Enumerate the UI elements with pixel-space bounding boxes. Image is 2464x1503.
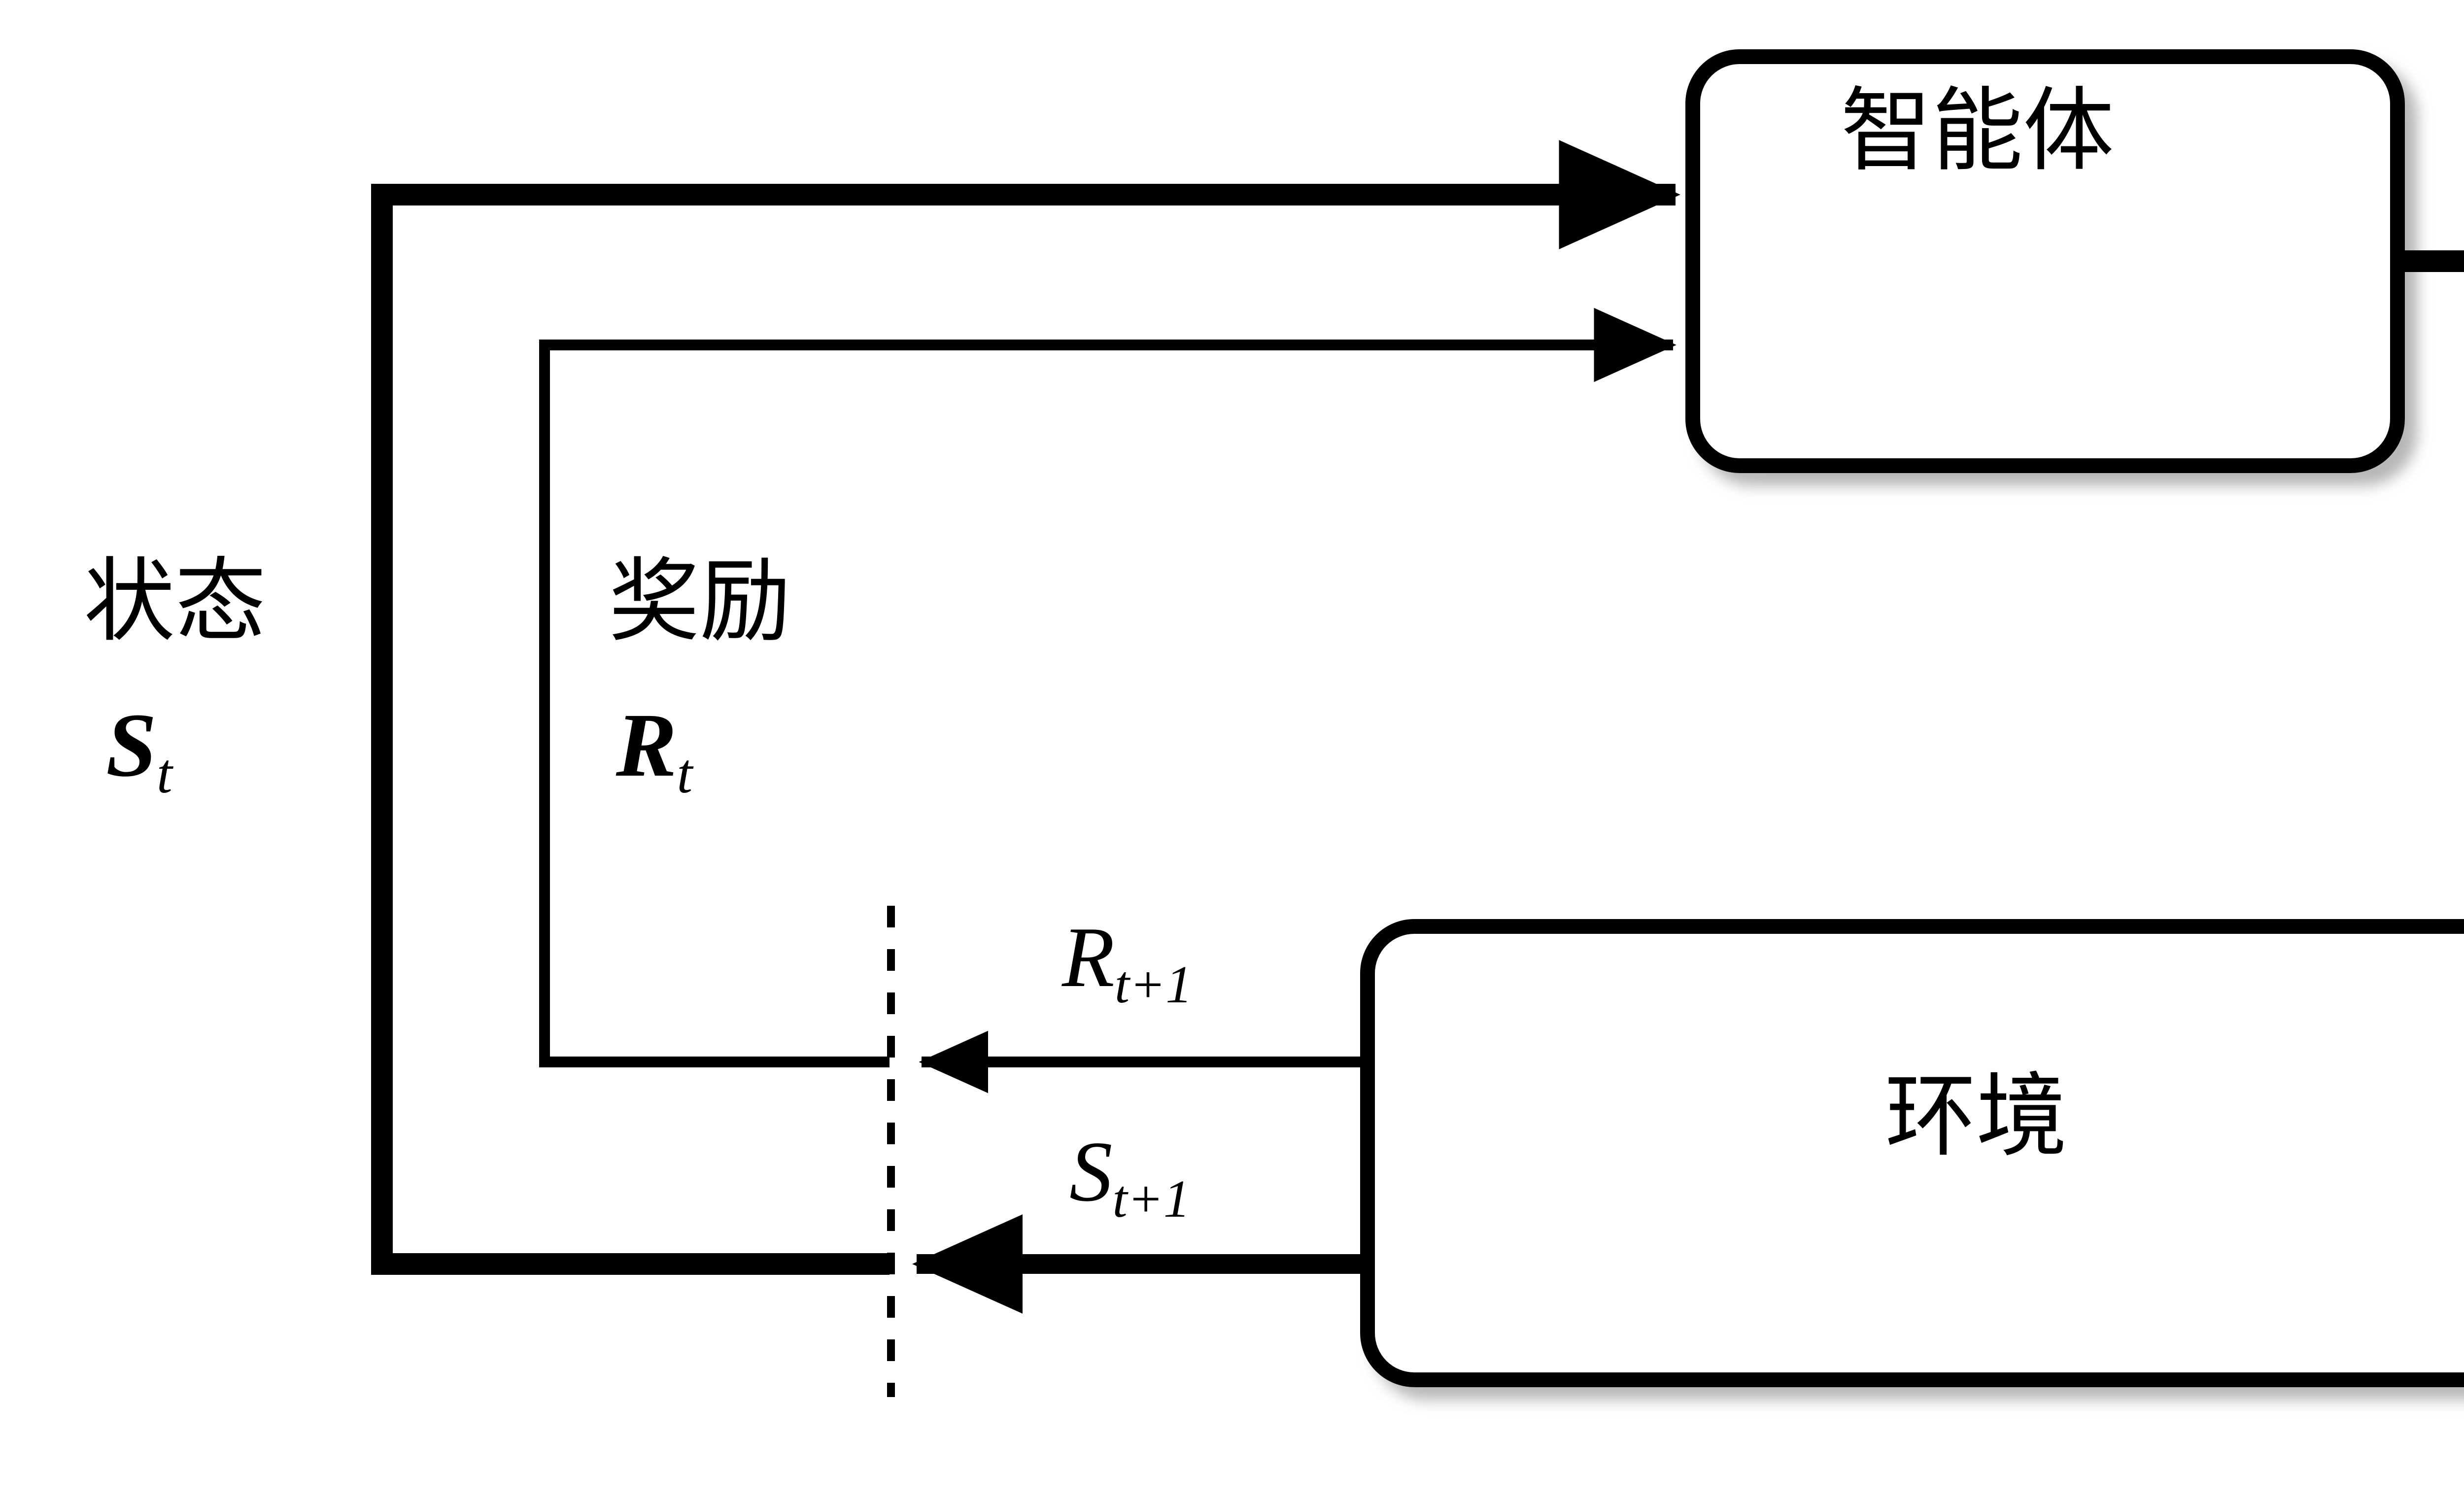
- agent-node-label: 智能体: [1841, 81, 2114, 182]
- state-next-letter: S: [1069, 1124, 1113, 1219]
- reward-next-symbol: Rt+1: [1062, 914, 1193, 1011]
- state-symbol-subscript: t: [156, 742, 172, 805]
- edge-state-to-agent: [371, 140, 1680, 1275]
- reward-next-letter: R: [1062, 909, 1115, 1005]
- state-next-subscript: t+1: [1112, 1169, 1191, 1229]
- edge-reward-to-agent: [539, 307, 1677, 1067]
- environment-box[interactable]: [1360, 919, 2464, 1387]
- node-environment[interactable]: [1360, 919, 2464, 1387]
- reward-label-cjk: 奖励: [609, 552, 791, 653]
- state-symbol-letter: S: [106, 695, 157, 796]
- state-symbol: St: [106, 700, 172, 802]
- state-label-cjk: 状态: [84, 552, 266, 653]
- environment-node-label: 环境: [1885, 1067, 2067, 1168]
- reward-symbol-subscript: t: [677, 742, 693, 805]
- reward-symbol-letter: R: [616, 695, 677, 796]
- state-next-symbol: St+1: [1069, 1128, 1190, 1226]
- reward-symbol: Rt: [616, 700, 692, 802]
- reward-next-subscript: t+1: [1114, 955, 1193, 1014]
